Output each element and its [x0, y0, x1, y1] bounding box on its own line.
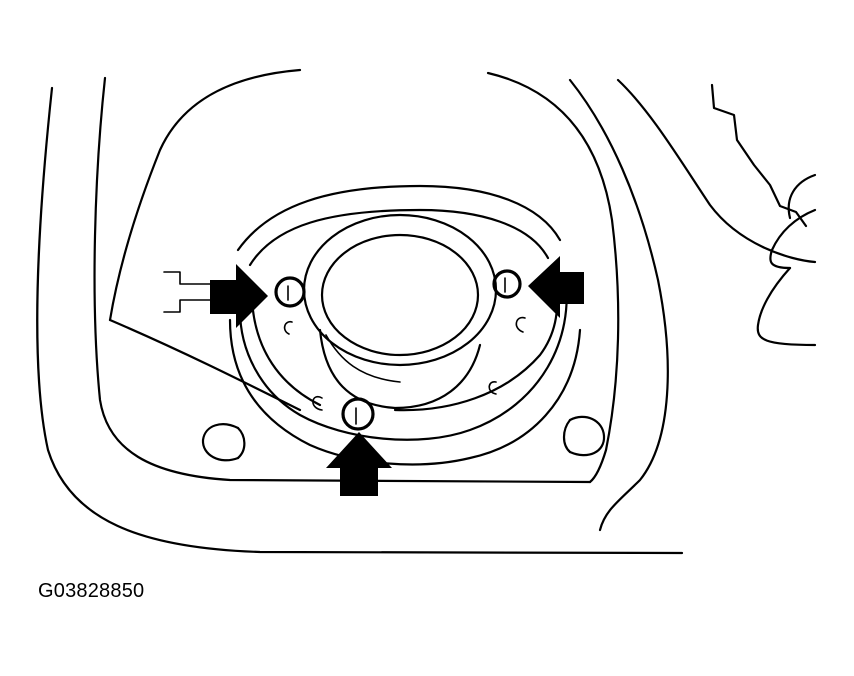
- left-connector: [163, 271, 211, 313]
- bottom-clip: [341, 397, 375, 431]
- left-clip-arrow: [210, 264, 268, 328]
- side-bracket: [616, 78, 817, 347]
- right-clip: [492, 269, 522, 299]
- bottom-clip-arrow: [326, 432, 392, 496]
- figure-id-label: G03828850: [38, 580, 145, 602]
- flange-plate: [228, 184, 582, 466]
- right-clip-arrow: [528, 256, 584, 318]
- left-clip: [274, 276, 306, 308]
- mounting-holes: [201, 316, 606, 462]
- housing-outline: [36, 68, 684, 555]
- filler-neck: [302, 213, 498, 410]
